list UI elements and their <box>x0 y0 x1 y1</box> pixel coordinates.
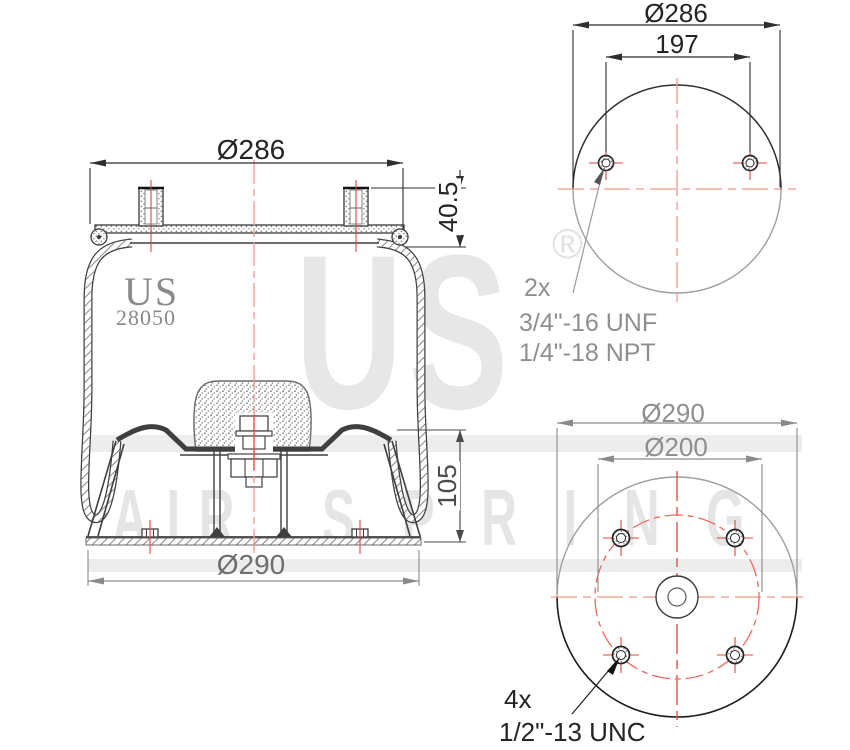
side-view-centerlines <box>149 160 361 556</box>
label-side-top-diameter: Ø286 <box>216 134 286 165</box>
label-top-view-thread-1: 3/4"-16 UNF <box>519 309 658 337</box>
top-view-stud-hole-right <box>733 146 767 180</box>
label-bottom-view-note-qty: 4x <box>504 684 532 714</box>
watermark-registered-icon: ® <box>552 220 583 267</box>
bottom-view-leader <box>571 657 620 715</box>
bottom-view-bolt-hole-4 <box>717 637 753 673</box>
label-stud-height: 40.5 <box>433 178 463 236</box>
label-top-view-note-qty: 2x <box>524 274 551 302</box>
label-bolt-circle-diameter: Ø200 <box>644 432 708 462</box>
dim-side-top-diameter <box>89 159 404 230</box>
watermark-tagline-spring: SPRING <box>322 474 791 563</box>
label-side-base-diameter: Ø290 <box>216 549 286 580</box>
bottom-view-bolt-hole-3 <box>603 637 639 673</box>
top-view-drawing <box>558 21 796 302</box>
dim-piston-height <box>397 429 466 543</box>
dim-bottom-view-diameter <box>556 419 798 594</box>
center-hole-inner <box>667 587 687 607</box>
right-bead-dot <box>398 235 402 239</box>
top-view-leader <box>572 167 605 294</box>
product-model: 28050 <box>116 305 176 330</box>
product-brand: US <box>124 269 180 314</box>
bolt-circle <box>594 514 760 680</box>
top-plate <box>94 224 405 234</box>
dim-side-base-diameter <box>87 550 420 586</box>
dim-bolt-circle-diameter <box>597 455 763 592</box>
watermark-layer: US ® AIR SPRING <box>88 209 802 572</box>
dim-top-view-diameter <box>572 21 781 187</box>
label-bottom-view-thread: 1/2"-13 UNC <box>499 717 646 747</box>
label-piston-height: 105 <box>432 461 462 511</box>
piston-support-walls <box>213 451 288 536</box>
label-top-view-diameter: Ø286 <box>644 0 708 28</box>
label-bottom-view-diameter: Ø290 <box>641 398 705 428</box>
bottom-view-bolt-hole-2 <box>717 520 753 556</box>
label-top-view-stud-spacing: 197 <box>655 29 699 59</box>
bottom-view-bolt-hole-1 <box>603 520 639 556</box>
bottom-view-drawing <box>551 419 803 727</box>
dim-top-view-stud-spacing <box>605 53 751 152</box>
top-view-circle-lower <box>572 188 782 294</box>
support-foot-left <box>209 527 225 537</box>
label-top-view-thread-2: 1/4"-18 NPT <box>519 339 656 367</box>
left-bead-dot <box>97 235 101 239</box>
support-foot-right <box>276 527 292 537</box>
piston-skirt <box>87 440 421 537</box>
side-view-drawing <box>80 159 466 586</box>
watermark-band-lower <box>88 559 802 572</box>
